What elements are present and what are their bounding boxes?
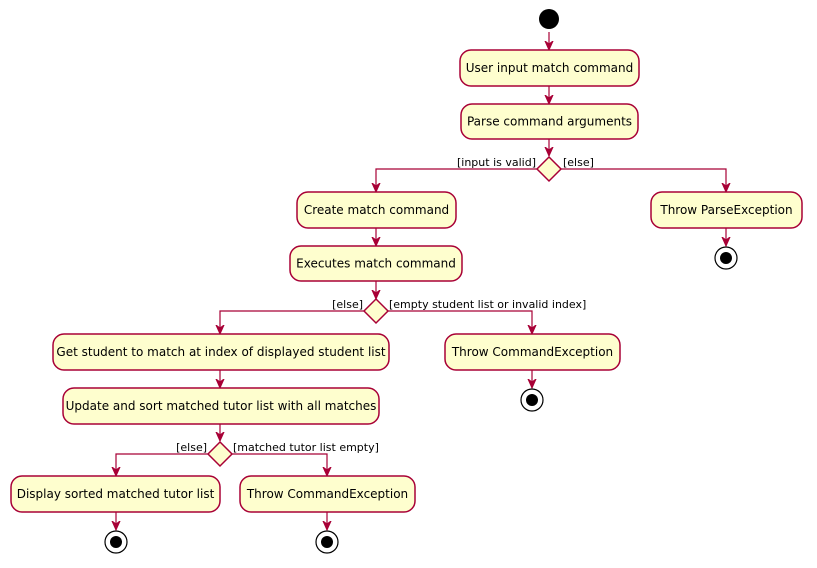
activity-display-sorted: Display sorted matched tutor list <box>10 475 221 513</box>
activity-throw-parse-exception: Throw ParseException <box>650 191 803 229</box>
activity-throw-command-exception-2-label: Throw CommandException <box>246 487 408 501</box>
activity-user-input-label: User input match command <box>466 61 634 75</box>
guard-else-1: [else] <box>563 156 594 169</box>
end-node-display <box>104 530 128 554</box>
edge-list-empty-branch <box>232 453 327 476</box>
activity-update-sort-label: Update and sort matched tutor list with … <box>66 399 377 413</box>
activity-throw-command-exception-1-label: Throw CommandException <box>451 345 613 359</box>
decision-input-valid <box>535 155 563 183</box>
activity-display-sorted-label: Display sorted matched tutor list <box>17 487 215 501</box>
activity-user-input: User input match command <box>459 49 640 87</box>
activity-update-sort: Update and sort matched tutor list with … <box>62 387 380 425</box>
activity-create-match-command: Create match command <box>296 191 457 229</box>
activity-execute-match-command-label: Executes match command <box>296 257 456 271</box>
edge-else-branch-1 <box>561 168 726 192</box>
end-node-command-2 <box>315 530 339 554</box>
start-node <box>539 9 559 29</box>
end-node-command-1 <box>520 388 544 412</box>
activity-throw-command-exception-2: Throw CommandException <box>239 475 416 513</box>
activity-get-student: Get student to match at index of display… <box>52 333 390 371</box>
activity-get-student-label: Get student to match at index of display… <box>56 345 385 359</box>
guard-empty-or-invalid: [empty student list or invalid index] <box>389 298 586 311</box>
activity-throw-parse-exception-label: Throw ParseException <box>659 203 792 217</box>
activity-throw-command-exception-1: Throw CommandException <box>444 333 621 371</box>
activity-parse-arguments: Parse command arguments <box>460 103 639 140</box>
guard-input-valid: [input is valid] <box>457 156 536 169</box>
edge-else-branch-3 <box>116 453 208 476</box>
guard-else-3: [else] <box>176 441 207 454</box>
edge-valid-branch <box>376 168 537 192</box>
end-node-parse <box>714 246 738 270</box>
guard-else-2: [else] <box>332 298 363 311</box>
decision-tutor-list <box>206 440 234 468</box>
edge-empty-invalid-branch <box>388 310 532 334</box>
activity-parse-arguments-label: Parse command arguments <box>467 115 632 129</box>
activity-create-match-command-label: Create match command <box>304 203 449 217</box>
activity-execute-match-command: Executes match command <box>289 245 463 282</box>
edges <box>116 32 726 530</box>
decision-student-list <box>362 297 390 325</box>
edge-else-branch-2 <box>220 310 364 334</box>
guard-list-empty: [matched tutor list empty] <box>233 441 379 454</box>
